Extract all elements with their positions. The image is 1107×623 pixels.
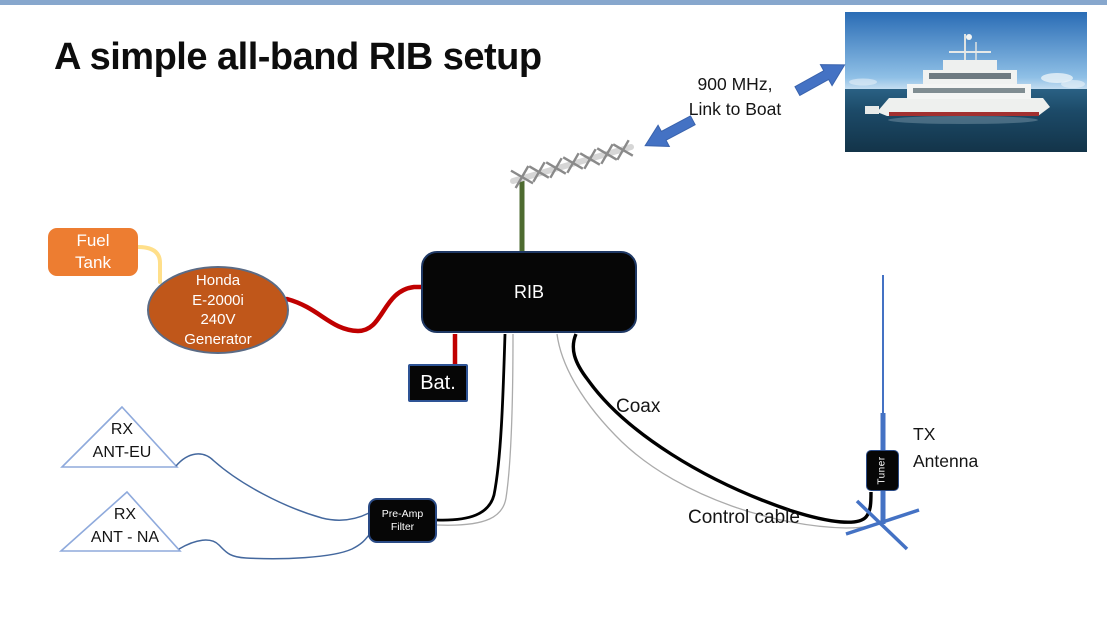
rx-ant-na-line2: ANT - NA [90, 529, 160, 546]
yacht [865, 34, 1050, 124]
yagi-antenna [510, 139, 634, 251]
rx-ant-eu-triangle [60, 405, 179, 468]
feedline-ant-na [178, 534, 370, 560]
tuner-label: Tuner [876, 456, 888, 485]
preamp-filter-shape: Pre-Amp Filter [368, 498, 437, 543]
link-label-line1: 900 MHz, [697, 74, 773, 94]
rx-ant-eu-label: RX ANT-EU [67, 418, 177, 464]
arrow-to-antenna-icon [644, 115, 696, 147]
rx-ant-eu-line2: ANT-EU [92, 444, 152, 461]
tuner-shape: Tuner [866, 450, 899, 491]
rx-ant-na-label: RX ANT - NA [70, 503, 180, 549]
control-cable [556, 333, 883, 529]
generator-label-line4: Generator [184, 330, 252, 348]
rx-ant-na-triangle [58, 490, 182, 552]
feedline-ant-eu [175, 453, 370, 521]
rx-cable-black [436, 333, 507, 522]
link-label-line2: Link to Boat [688, 99, 782, 119]
fuel-tank-label-line2: Tank [75, 253, 111, 272]
link-to-boat-label: 900 MHz, Link to Boat [650, 72, 820, 122]
generator-label-line3: 240V [200, 311, 236, 328]
preamp-label-line1: Pre-Amp [381, 507, 424, 520]
preamp-label-line2: Filter [390, 520, 415, 533]
arrow-to-boat-icon [794, 64, 846, 97]
generator-label-line1: Honda [195, 272, 241, 289]
rx-cable-gray [436, 333, 514, 526]
top-accent-bar [0, 0, 1107, 5]
battery-shape: Bat. [408, 364, 468, 402]
rx-ant-eu-line1: RX [110, 421, 134, 438]
antenna-elements [510, 139, 634, 189]
tx-antenna-label: TX Antenna [913, 421, 978, 475]
rib-label: RIB [513, 281, 544, 302]
rx-ant-na-line1: RX [113, 506, 137, 523]
generator-label-line2: E-2000i [192, 291, 244, 309]
ground-radial-2 [845, 508, 920, 536]
coax-cable [571, 333, 873, 524]
control-cable-label: Control cable [688, 507, 800, 528]
fuel-line [136, 245, 162, 284]
fuel-tank-label-line1: Fuel [76, 231, 110, 250]
tx-antenna-whip [845, 275, 920, 551]
boat-photo [845, 12, 1087, 152]
power-cable-generator [284, 284, 424, 334]
fuel-tank-shape: Fuel Tank [48, 228, 138, 276]
tx-antenna-label-line1: TX [913, 424, 936, 444]
ground-radial-1 [855, 499, 909, 551]
generator-shape: Honda E-2000i 240V Generator [147, 266, 289, 354]
rib-unit-shape: RIB [421, 251, 637, 333]
coax-label: Coax [616, 396, 661, 417]
tx-antenna-label-line2: Antenna [913, 451, 979, 471]
slide-title: A simple all-band RIB setup [54, 36, 542, 78]
battery-label: Bat. [420, 371, 456, 394]
